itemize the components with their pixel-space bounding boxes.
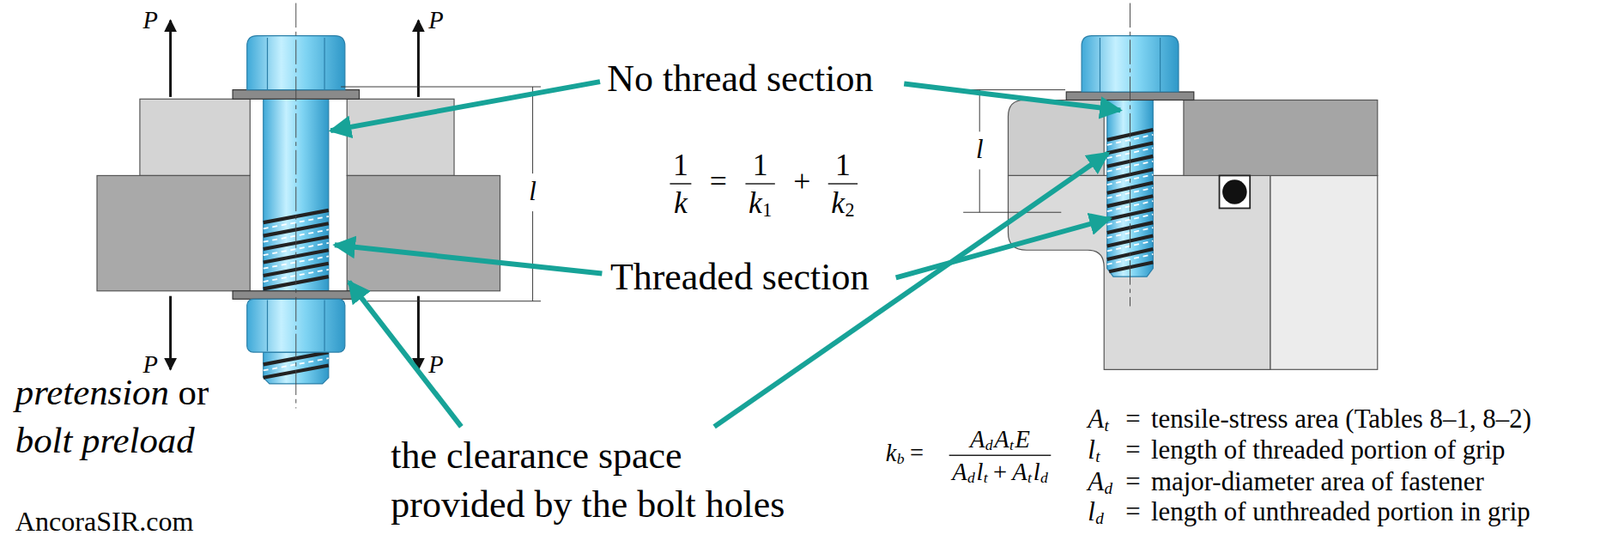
- note-text: or: [178, 374, 210, 412]
- formula-symbol: l: [1087, 498, 1096, 526]
- formula-symbol: A: [969, 427, 985, 453]
- dimension-line: [963, 212, 1061, 213]
- definition-text: tensile-stress area (Tables 8–1, 8–2): [1151, 406, 1532, 433]
- force-arrow: [417, 296, 420, 370]
- formula-symbol: E: [1015, 427, 1031, 453]
- dimension-line: [367, 300, 541, 302]
- housing-wall: [1270, 175, 1378, 370]
- centerline: [1129, 3, 1131, 307]
- head-face: [1159, 37, 1161, 92]
- formula-symbol: t: [983, 470, 988, 486]
- formula-symbol: k: [830, 187, 845, 219]
- watermark: AncoraSIR.com: [15, 507, 194, 535]
- formula-symbol: A: [951, 460, 967, 485]
- formula-symbol: d: [967, 470, 976, 486]
- definition-text: length of threaded portion of grip: [1151, 436, 1506, 464]
- formula-symbol: A: [1087, 406, 1104, 433]
- formula-symbol: t: [1103, 417, 1109, 434]
- force-arrow: [417, 20, 420, 97]
- leader-arrows: [330, 81, 1121, 427]
- formula-symbol: t: [1009, 437, 1014, 454]
- formula-symbol: +: [993, 460, 1007, 485]
- formula-symbol: k: [885, 441, 897, 467]
- formula-symbol: b: [896, 451, 905, 467]
- formula-symbol: k: [673, 187, 688, 219]
- dimension-line: [979, 169, 981, 213]
- dimension-line: [532, 86, 534, 174]
- formula-symbol: A: [993, 427, 1009, 453]
- force-label: P: [142, 8, 158, 34]
- formula-symbol: 1: [672, 150, 689, 182]
- fraction-bar: [949, 454, 1052, 456]
- lower-plate: [346, 175, 500, 291]
- right-joint: [963, 3, 1378, 370]
- formula-symbol: =: [1125, 436, 1140, 464]
- formula-symbol: A: [1012, 460, 1027, 485]
- definition-text: major-diameter area of fastener: [1151, 468, 1485, 496]
- formula-symbol: l: [1087, 436, 1096, 464]
- fraction-bar: [669, 182, 691, 185]
- upper-plate: [139, 98, 250, 176]
- head-face: [266, 37, 268, 91]
- formula-symbol: A: [1087, 468, 1104, 496]
- force-arrow: [169, 20, 172, 97]
- dimension-label: l: [528, 178, 537, 206]
- formula-symbol: 1: [752, 150, 769, 182]
- formula-symbol: k: [748, 187, 763, 219]
- formula-symbol: t: [1095, 448, 1100, 465]
- formula-symbol: =: [909, 441, 924, 467]
- head-face: [323, 37, 325, 91]
- formula-symbol: =: [1125, 498, 1140, 526]
- dimension-line: [963, 89, 1066, 91]
- centerline: [295, 3, 297, 409]
- note-text: bolt preload: [15, 422, 195, 460]
- lower-plate: [96, 175, 250, 291]
- force-label: P: [428, 352, 443, 378]
- note-text: pretension: [15, 374, 170, 412]
- formula-symbol: d: [985, 437, 994, 454]
- left-joint: [96, 3, 541, 409]
- formula-symbol: d: [1103, 479, 1113, 497]
- formula-symbol: t: [1027, 470, 1032, 486]
- head-face: [1099, 37, 1101, 92]
- definition-text: length of unthreaded portion in grip: [1151, 498, 1531, 526]
- callout-text: No thread section: [606, 60, 873, 98]
- callout-text: Threaded section: [610, 258, 870, 297]
- formula-symbol: 1: [762, 200, 772, 220]
- nut-face: [266, 299, 268, 351]
- formula-symbol: d: [1095, 509, 1104, 527]
- force-label: P: [428, 8, 443, 34]
- leader-line: [903, 83, 1121, 110]
- force-arrow: [169, 296, 172, 370]
- formula-symbol: =: [709, 166, 728, 198]
- leader-line: [330, 81, 600, 131]
- callout-text: the clearance space provided by the bolt…: [390, 430, 804, 529]
- cover-plate: [1183, 99, 1378, 176]
- o-ring-groove: [1219, 175, 1251, 208]
- leader-line: [349, 281, 462, 427]
- dimension-label: l: [975, 136, 984, 164]
- formula-symbol: 2: [844, 200, 855, 220]
- formula-symbol: l: [1033, 460, 1041, 485]
- nut-face: [323, 299, 325, 351]
- formula-symbol: =: [1125, 406, 1140, 433]
- leader-line: [334, 244, 602, 273]
- formula-symbol: d: [1040, 470, 1049, 486]
- o-ring: [1222, 179, 1248, 205]
- fraction-bar: [828, 182, 858, 185]
- dimension-line: [532, 211, 534, 302]
- formula-symbol: +: [793, 166, 811, 198]
- formula-symbol: l: [976, 460, 984, 485]
- dimension-line: [979, 90, 981, 133]
- fraction-bar: [745, 182, 775, 185]
- formula-symbol: =: [1125, 468, 1140, 496]
- formula-symbol: 1: [835, 150, 851, 182]
- dimension-line: [340, 86, 541, 88]
